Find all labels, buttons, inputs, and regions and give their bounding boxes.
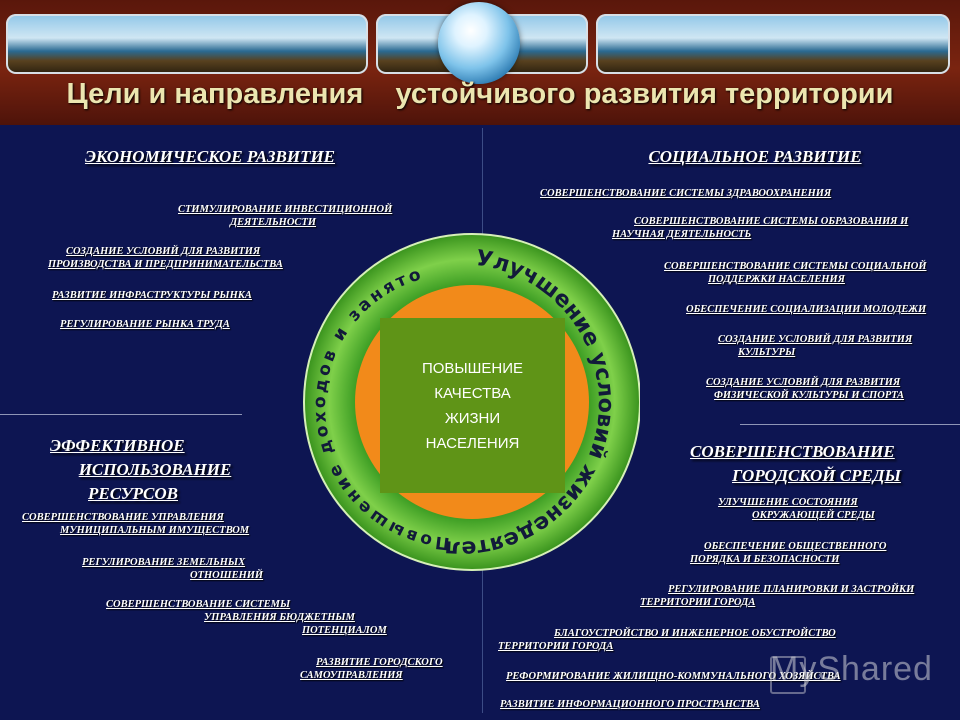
right-divider xyxy=(740,424,960,425)
social-item-2: СОВЕРШЕНСТВОВАНИЕ СИСТЕМЫ ОБРАЗОВАНИЯ И … xyxy=(612,216,909,240)
resources-item-4: РАЗВИТИЕ ГОРОДСКОГО САМОУПРАВЛЕНИЯ xyxy=(300,657,443,681)
social-item-6: СОЗДАНИЕ УСЛОВИЙ ДЛЯ РАЗВИТИЯ ФИЗИЧЕСКОЙ… xyxy=(706,377,905,401)
economic-item-3: РАЗВИТИЕ ИНФРАСТРУКТУРЫ РЫНКА xyxy=(52,290,252,301)
center-line-3: ЖИЗНИ xyxy=(444,409,501,427)
urban-item-3: РЕГУЛИРОВАНИЕ ПЛАНИРОВКИ И ЗАСТРОЙКИ ТЕР… xyxy=(640,584,915,608)
page-title: Цели и направления устойчивого развития … xyxy=(66,78,894,110)
resources-heading: ЭФФЕКТИВНОЕ ИСПОЛЬЗОВАНИЕ РЕСУРСОВ xyxy=(50,436,232,503)
social-heading: СОЦИАЛЬНОЕ РАЗВИТИЕ xyxy=(648,147,862,166)
resources-item-3: СОВЕРШЕНСТВОВАНИЕ СИСТЕМЫ УПРАВЛЕНИЯ БЮД… xyxy=(106,599,387,636)
resources-item-2: РЕГУЛИРОВАНИЕ ЗЕМЕЛЬНЫХ ОТНОШЕНИЙ xyxy=(82,557,264,581)
watermark-icon xyxy=(770,656,806,694)
social-item-5: СОЗДАНИЕ УСЛОВИЙ ДЛЯ РАЗВИТИЯ КУЛЬТУРЫ xyxy=(718,334,913,358)
landscape-strip-right xyxy=(596,14,950,74)
urban-item-6: РАЗВИТИЕ ИНФОРМАЦИОННОГО ПРОСТРАНСТВА xyxy=(500,699,760,710)
economic-item-2: СОЗДАНИЕ УСЛОВИЙ ДЛЯ РАЗВИТИЯ ПРОИЗВОДСТ… xyxy=(48,246,283,270)
social-item-1: СОВЕРШЕНСТВОВАНИЕ СИСТЕМЫ ЗДРАВООХРАНЕНИ… xyxy=(540,188,832,199)
urban-item-1: УЛУЧШЕНИЕ СОСТОЯНИЯ ОКРУЖАЮЩЕЙ СРЕДЫ xyxy=(718,497,875,521)
header-banner: Цели и направления устойчивого развития … xyxy=(0,0,960,125)
landscape-strip-left xyxy=(6,14,368,74)
center-line-4: НАСЕЛЕНИЯ xyxy=(425,434,520,452)
economic-item-1: СТИМУЛИРОВАНИЕ ИНВЕСТИЦИОННОЙ ДЕЯТЕЛЬНОС… xyxy=(178,204,393,228)
urban-item-4: БЛАГОУСТРОЙСТВО И ИНЖЕНЕРНОЕ ОБУСТРОЙСТВ… xyxy=(498,628,836,652)
left-divider xyxy=(0,414,242,415)
social-item-3: СОВЕРШЕНСТВОВАНИЕ СИСТЕМЫ СОЦИАЛЬНОЙ ПОД… xyxy=(664,261,927,285)
watermark: MyShared xyxy=(770,650,933,688)
social-item-4: ОБЕСПЕЧЕНИЕ СОЦИАЛИЗАЦИИ МОЛОДЕЖИ xyxy=(686,304,927,315)
urban-item-5: РЕФОРМИРОВАНИЕ ЖИЛИЩНО-КОММУНАЛЬНОГО ХОЗ… xyxy=(506,671,841,682)
globe-icon xyxy=(438,2,520,84)
center-box: ПОВЫШЕНИЕ КАЧЕСТВА ЖИЗНИ НАСЕЛЕНИЯ xyxy=(380,318,565,493)
economic-heading: ЭКОНОМИЧЕСКОЕ РАЗВИТИЕ xyxy=(84,147,336,166)
urban-item-2: ОБЕСПЕЧЕНИЕ ОБЩЕСТВЕННОГО ПОРЯДКА И БЕЗО… xyxy=(690,541,887,565)
urban-heading: СОВЕРШЕНСТВОВАНИЕ ГОРОДСКОЙ СРЕДЫ xyxy=(690,442,901,485)
center-line-2: КАЧЕСТВА xyxy=(434,384,511,402)
economic-item-4: РЕГУЛИРОВАНИЕ РЫНКА ТРУДА xyxy=(60,319,230,330)
resources-item-1: СОВЕРШЕНСТВОВАНИЕ УПРАВЛЕНИЯ МУНИЦИПАЛЬН… xyxy=(22,512,250,536)
center-line-1: ПОВЫШЕНИЕ xyxy=(421,359,524,377)
